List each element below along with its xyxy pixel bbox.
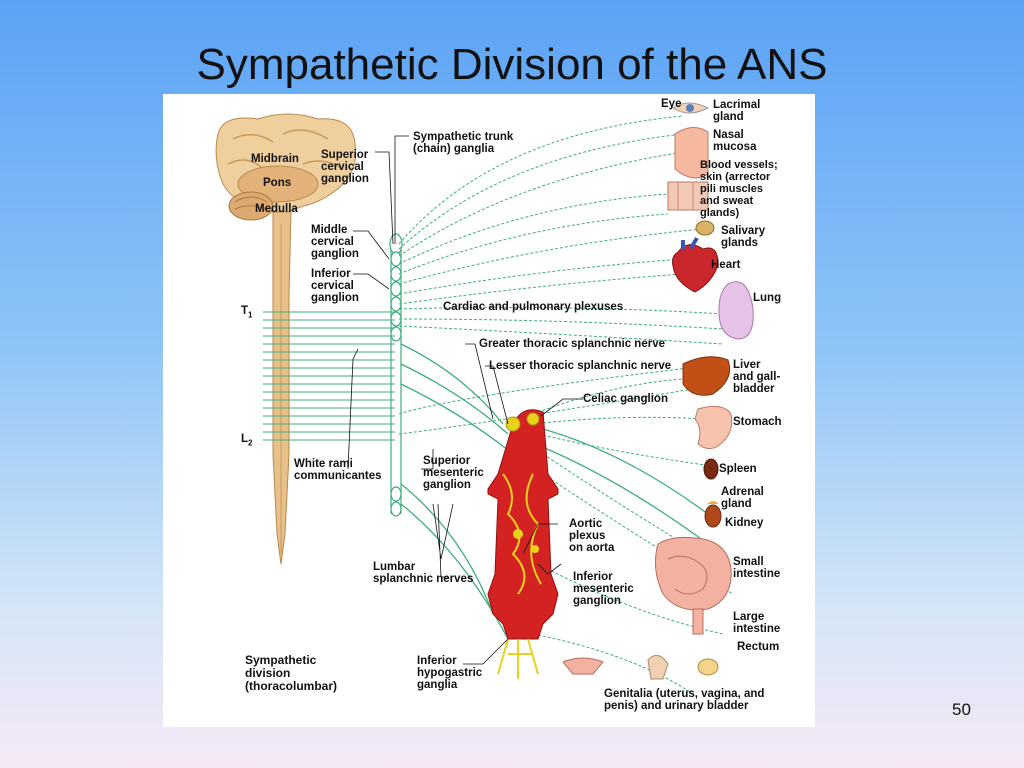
label-small-intestine: Small intestine <box>733 556 781 580</box>
label-liver: Liver and gall- bladder <box>733 359 781 395</box>
label-middle-cervical-ganglion: Middle cervical ganglion <box>311 224 359 260</box>
label-celiac-ganglion: Celiac ganglion <box>583 393 668 405</box>
label-medulla: Medulla <box>255 203 298 215</box>
label-superior-cervical-ganglion: Superior cervical ganglion <box>321 149 369 185</box>
organ-liver <box>682 356 731 396</box>
organ-lung <box>718 281 754 340</box>
diagram-artwork <box>215 102 754 695</box>
organ-genitalia <box>562 654 719 680</box>
spinal-cord <box>272 211 292 565</box>
organ-spleen <box>703 458 719 480</box>
label-spleen: Spleen <box>719 463 757 475</box>
label-pons: Pons <box>263 177 292 189</box>
label-inferior-mesenteric: Inferior mesenteric ganglion <box>573 571 634 607</box>
label-lung: Lung <box>753 292 782 304</box>
organ-kidney <box>704 501 722 528</box>
label-lumbar-splanchnic: Lumbar splanchnic nerves <box>373 561 474 585</box>
brain-illustration <box>215 113 357 221</box>
label-heart: Heart <box>711 259 741 271</box>
postganglionic-fibers <box>398 115 724 435</box>
page-number: 50 <box>952 700 971 719</box>
label-inferior-hypogastric: Inferior hypogastric ganglia <box>417 655 483 691</box>
label-aortic-plexus: Aortic plexus on aorta <box>569 518 615 554</box>
label-cardiac-plexuses: Cardiac and pulmonary plexuses <box>443 301 624 313</box>
label-stomach: Stomach <box>733 416 782 428</box>
organ-salivary <box>695 220 715 236</box>
label-superior-mesenteric: Superior mesenteric ganglion <box>423 455 484 491</box>
label-eye: Eye <box>661 98 682 110</box>
label-sympathetic-trunk: Sympathetic trunk (chain) ganglia <box>413 131 514 155</box>
label-lacrimal: Lacrimal gland <box>713 99 761 123</box>
label-salivary: Salivary glands <box>721 225 766 249</box>
label-kidney: Kidney <box>725 517 764 529</box>
label-nasal: Nasal mucosa <box>713 129 757 153</box>
label-adrenal: Adrenal gland <box>721 486 764 510</box>
ans-diagram: Midbrain Pons Medulla Superior cervical … <box>163 94 815 727</box>
label-l2: L2 <box>241 433 253 448</box>
label-genitalia: Genitalia (uterus, vagina, and penis) an… <box>604 688 765 712</box>
organ-eye <box>672 102 710 114</box>
label-inferior-cervical-ganglion: Inferior cervical ganglion <box>311 268 359 304</box>
label-greater-splanchnic: Greater thoracic splanchnic nerve <box>479 338 665 350</box>
organ-intestine <box>654 536 732 635</box>
organ-nose <box>674 127 709 179</box>
slide-title: Sympathetic Division of the ANS <box>196 40 828 89</box>
organ-stomach <box>694 405 733 450</box>
sympathetic-chain <box>389 233 403 517</box>
label-large-intestine: Large intestine <box>733 611 781 635</box>
label-white-rami: White rami communicantes <box>294 458 382 482</box>
organ-skin <box>667 181 709 211</box>
label-blood-vessels: Blood vessels; skin (arrector pili muscl… <box>700 159 778 219</box>
splanchnic-nerves <box>400 343 709 640</box>
label-rectum: Rectum <box>737 641 780 653</box>
label-lesser-splanchnic: Lesser thoracic splanchnic nerve <box>489 360 672 372</box>
label-division-caption: Sympathetic division (thoracolumbar) <box>245 653 338 693</box>
white-rami <box>263 311 395 441</box>
label-midbrain: Midbrain <box>251 153 299 165</box>
organ-heart <box>672 236 719 293</box>
label-t1: T1 <box>241 305 253 320</box>
